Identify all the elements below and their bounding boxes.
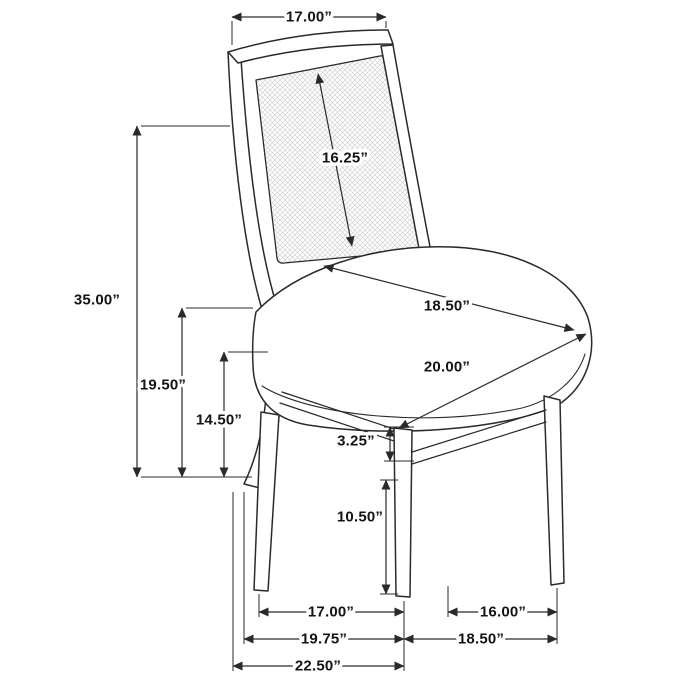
- chair-drawing: [227, 29, 593, 598]
- dim-label-seat-width: 20.00”: [424, 359, 470, 376]
- dimension-labels: 17.00” 16.25” 35.00” 19.50” 14.50” 18.50…: [70, 5, 529, 678]
- dim-label-height-19-50: 19.50”: [140, 377, 186, 394]
- dim-line-seat-width: [398, 333, 587, 429]
- dim-label-feet-left-mid: 19.75”: [301, 631, 347, 648]
- dim-label-leg-height: 10.50”: [337, 509, 383, 526]
- chair-front-right-leg: [543, 395, 565, 586]
- chair-rear-right-leg: [393, 427, 413, 598]
- dim-label-seat-depth: 18.50”: [424, 298, 470, 315]
- dim-label-apron-height: 3.25”: [337, 433, 375, 450]
- dimension-lines: [132, 12, 587, 671]
- dim-label-overall-height: 35.00”: [74, 292, 120, 309]
- chair-front-left-leg: [253, 411, 280, 592]
- dim-line-back-panel-diagonal: [315, 73, 355, 247]
- dim-label-back-panel-diagonal: 16.25”: [322, 150, 368, 167]
- dim-label-feet-left-inner: 17.00”: [308, 604, 354, 621]
- chair-top-rail: [227, 29, 394, 64]
- chair-stretcher-left: [279, 391, 395, 442]
- dim-line-seat-depth: [323, 263, 575, 333]
- dim-label-feet-right-outer: 18.50”: [458, 631, 504, 648]
- dim-label-height-14-50: 14.50”: [196, 412, 242, 429]
- dim-label-back-top-width: 17.00”: [286, 9, 332, 26]
- dim-label-feet-left-outer: 22.50”: [295, 658, 341, 675]
- dim-label-feet-right-inner: 16.00”: [480, 604, 526, 621]
